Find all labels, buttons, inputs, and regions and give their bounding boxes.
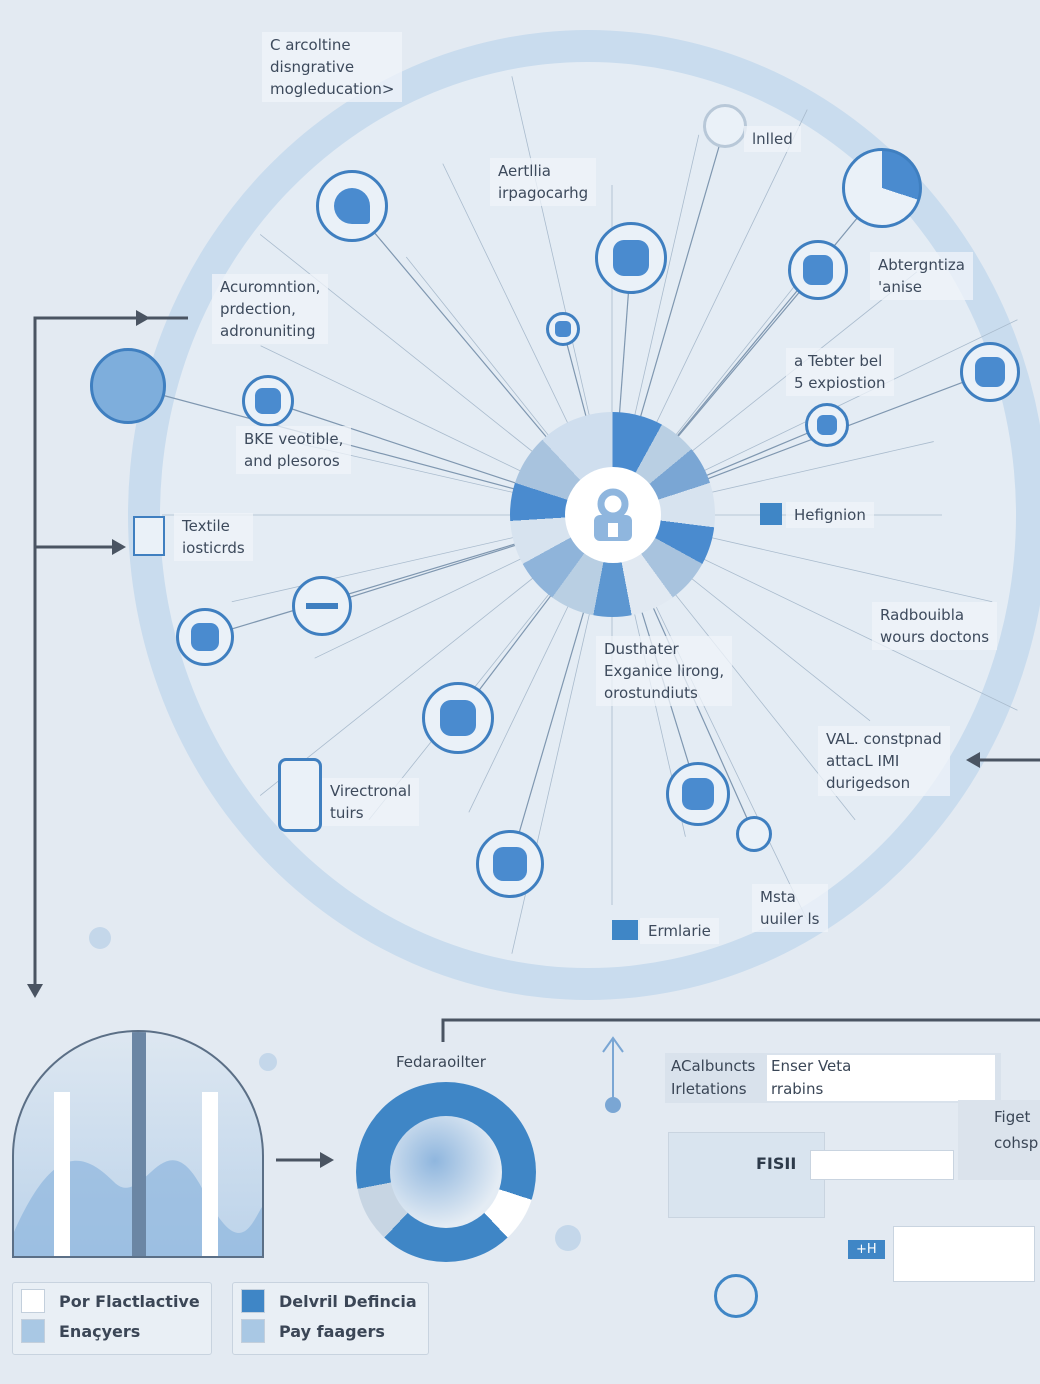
phone-icon xyxy=(278,758,322,832)
legend-label: Pay faagers xyxy=(279,1321,385,1341)
label-bke: BKE veotible,and plesoros xyxy=(236,426,352,474)
search-node-icon[interactable] xyxy=(736,816,772,852)
legend-item: Por Flactlactive xyxy=(21,1286,211,1316)
minus-node-icon[interactable] xyxy=(292,576,352,636)
tools-node-icon[interactable] xyxy=(960,342,1020,402)
data-table: ACalbuncts Enser Veta Irletations rrabins xyxy=(665,1053,1001,1103)
swatch-white xyxy=(21,1289,45,1313)
legend-left: Por Flactlactive Enaçyers xyxy=(12,1282,212,1355)
user-pie-node-icon[interactable] xyxy=(842,148,922,228)
table-cell: Enser Veta xyxy=(767,1055,995,1078)
dome-chart xyxy=(12,1030,264,1258)
legend-item: Enaçyers xyxy=(21,1316,211,1346)
machine-tag: FISII xyxy=(756,1154,797,1173)
legend-item: Delvril Defincia xyxy=(241,1286,428,1316)
table-cell: rrabins xyxy=(767,1078,995,1101)
label-failed: lnlled xyxy=(744,126,801,152)
image-icon xyxy=(760,503,782,525)
hand-node-icon[interactable] xyxy=(476,830,544,898)
building-node-icon[interactable] xyxy=(788,240,848,300)
globe-icon xyxy=(390,1116,502,1228)
legend-label: Por Flactlactive xyxy=(59,1291,200,1311)
legend-right: Delvril Defincia Pay faagers xyxy=(232,1282,429,1355)
dish-node-icon[interactable] xyxy=(805,403,849,447)
swatch-light-blue xyxy=(21,1319,45,1343)
heart-node-icon[interactable] xyxy=(546,312,580,346)
lock-small-icon xyxy=(133,516,165,556)
chat-heart-node-icon[interactable] xyxy=(316,170,388,242)
device-node-icon[interactable] xyxy=(422,682,494,754)
label-hefignion: Hefignion xyxy=(786,502,874,528)
swatch-light-blue xyxy=(241,1319,265,1343)
table-cell: Irletations xyxy=(671,1080,747,1098)
profile-node-icon[interactable] xyxy=(90,348,166,424)
clock-icon xyxy=(714,1274,758,1318)
swatch-blue xyxy=(241,1289,265,1313)
plug-label: +H xyxy=(848,1240,885,1259)
legend-label: Delvril Defincia xyxy=(279,1291,417,1311)
card-icon xyxy=(612,920,638,940)
head-node-icon[interactable] xyxy=(666,762,730,826)
label-right-top: Abtergntiza'anise xyxy=(870,252,973,300)
legend-item: Pay faagers xyxy=(241,1316,428,1346)
puzzle-node-icon[interactable] xyxy=(595,222,667,294)
device-panel xyxy=(893,1226,1035,1282)
folder-node-icon[interactable] xyxy=(176,608,234,666)
label-left-mid: Acuromntion,prdection,adronuniting xyxy=(212,274,329,344)
legend-label: Enaçyers xyxy=(59,1321,141,1341)
label-ermlarie: Ermlarie xyxy=(640,918,719,944)
input-bar xyxy=(810,1150,954,1180)
house-node-icon[interactable] xyxy=(242,375,294,427)
donut-title: Fedaraoilter xyxy=(396,1053,486,1071)
table-cell: ACalbuncts xyxy=(671,1057,756,1075)
machine-panel xyxy=(668,1132,825,1218)
lock-person-icon[interactable] xyxy=(565,467,661,563)
